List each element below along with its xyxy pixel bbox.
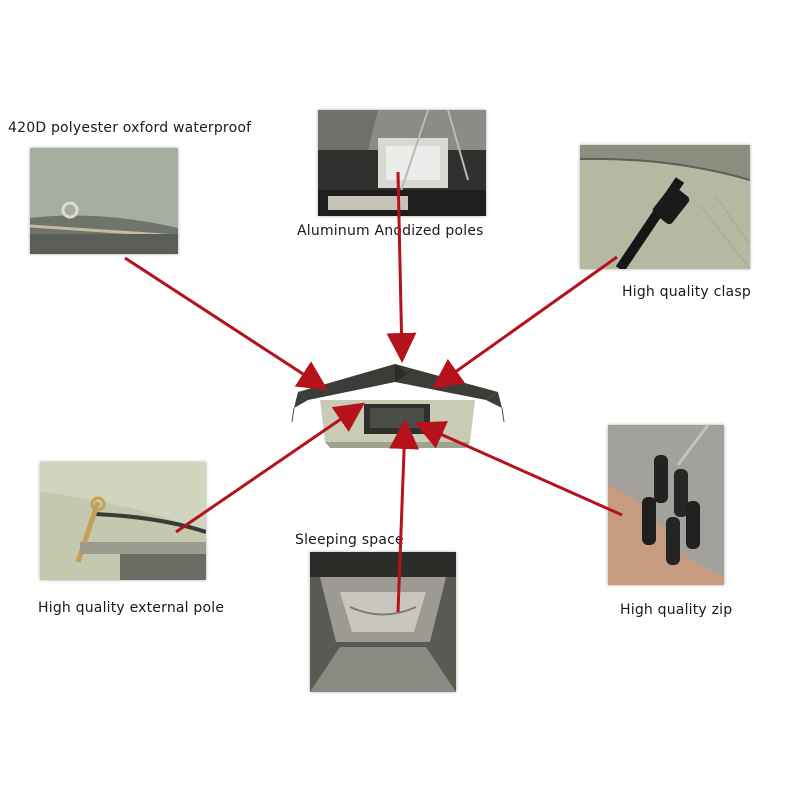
label-fabric: 420D polyester oxford waterproof [8, 120, 252, 136]
label-clasp: High quality clasp [622, 284, 751, 300]
label-sleeping: Sleeping space [295, 532, 404, 548]
photo-poles [318, 110, 486, 216]
photo-fabric [30, 148, 178, 254]
label-external-pole: High quality external pole [38, 600, 225, 616]
photo-clasp [580, 145, 750, 269]
photo-external-pole [40, 462, 206, 580]
photo-sleeping [310, 552, 456, 692]
tent-illustration [290, 360, 505, 450]
label-zip: High quality zip [620, 602, 733, 618]
label-poles: Aluminum Anodized poles [297, 223, 484, 239]
photo-zip [608, 425, 724, 585]
